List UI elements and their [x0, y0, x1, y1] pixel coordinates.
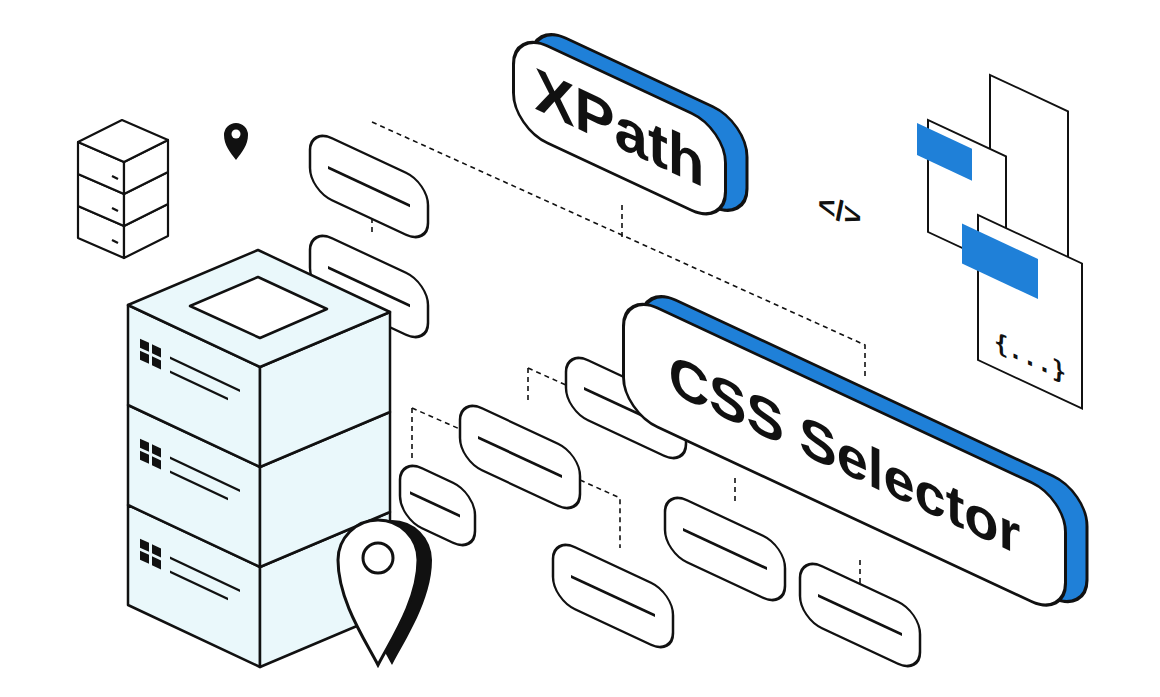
small-server-stack: [78, 120, 168, 258]
code-symbol: </>: [818, 186, 861, 236]
pill-face: [514, 30, 726, 226]
large-location-pin: [338, 520, 432, 665]
small-location-pin: [224, 123, 248, 160]
blue-bar: [962, 224, 1038, 299]
pill-face: [624, 292, 1066, 617]
xpath-box: XPath: [512, 28, 727, 228]
